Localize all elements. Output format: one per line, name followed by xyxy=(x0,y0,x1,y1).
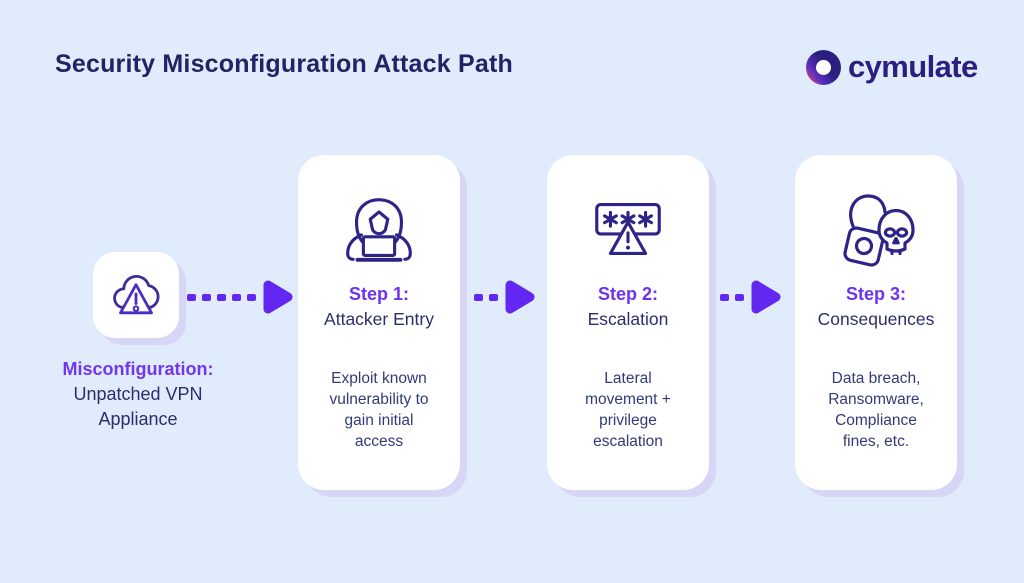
flow-arrow-1 xyxy=(187,279,294,315)
step-2-card: Step 2: Escalation Lateral movement + pr… xyxy=(547,155,709,490)
step-1-label: Step 1: xyxy=(348,284,409,304)
cymulate-ring-icon xyxy=(806,49,841,85)
misconfiguration-card xyxy=(93,252,179,338)
step-3-description: Data breach, Ransomware, Compliance fine… xyxy=(828,370,924,450)
step-3-card: Step 3: Consequences Data breach, Ransom… xyxy=(795,155,957,490)
page-title: Security Misconfiguration Attack Path xyxy=(55,50,513,78)
step-2-label: Step 2: xyxy=(597,284,658,304)
step-1-card: Step 1: Attacker Entry Exploit known vul… xyxy=(298,155,460,490)
flow-arrow-2 xyxy=(474,279,536,315)
lock-skull-icon xyxy=(843,194,915,267)
password-warning-icon xyxy=(595,203,661,255)
step-1-description: Exploit known vulnerability to gain init… xyxy=(329,370,429,450)
step-3-name: Consequences xyxy=(817,309,935,329)
misconfiguration-label: Misconfiguration: Unpatched VPN Applianc… xyxy=(58,357,218,432)
hacker-laptop-icon xyxy=(346,198,412,262)
cloud-warning-icon xyxy=(113,274,160,315)
step-1-name: Attacker Entry xyxy=(324,309,434,329)
misconfiguration-label-title: Misconfiguration: xyxy=(62,359,214,379)
arrowhead-icon xyxy=(751,280,781,314)
misconfiguration-label-sub: Unpatched VPN Appliance xyxy=(73,384,203,429)
flow-arrow-3 xyxy=(720,279,782,315)
arrowhead-icon xyxy=(263,280,293,314)
step-2-description: Lateral movement + privilege escalation xyxy=(585,370,671,450)
step-2-name: Escalation xyxy=(587,309,669,329)
step-3-label: Step 3: xyxy=(845,284,906,304)
cymulate-logo: cymulate xyxy=(806,49,978,85)
cymulate-logo-text: cymulate xyxy=(848,49,978,84)
arrowhead-icon xyxy=(505,280,535,314)
